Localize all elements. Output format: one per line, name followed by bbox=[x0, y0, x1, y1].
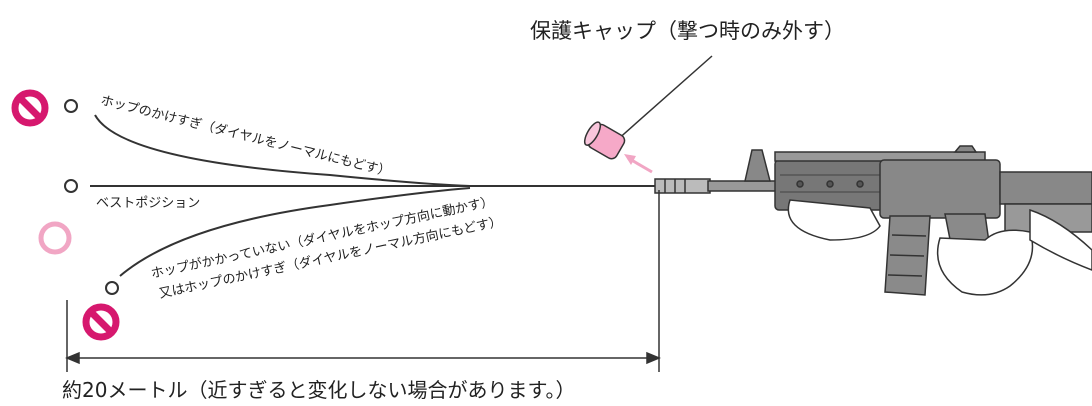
underhop-trajectory bbox=[119, 187, 471, 277]
ok-ring-marker bbox=[38, 221, 72, 255]
distance-label: 約20メートル（近すぎると変化しない場合があります。） bbox=[62, 378, 575, 402]
prohibited-marker-bottom bbox=[82, 303, 120, 341]
cap-label: 保護キャップ（撃つ時のみ外す） bbox=[530, 19, 845, 43]
small-circle-overhop bbox=[64, 99, 78, 113]
protective-cap-icon bbox=[583, 121, 626, 160]
small-circle-underhop bbox=[105, 281, 119, 295]
overhop-trajectory bbox=[94, 114, 471, 187]
cap-arrow-icon bbox=[624, 154, 653, 174]
small-circle-best bbox=[64, 179, 78, 193]
distance-dimension bbox=[65, 190, 661, 372]
best-position-label: ベストポジション bbox=[96, 196, 200, 211]
prohibited-marker-top bbox=[11, 89, 49, 127]
trajectory-lines bbox=[90, 114, 655, 277]
cap-leader-line bbox=[615, 55, 713, 142]
rifle-illustration bbox=[654, 145, 1092, 296]
